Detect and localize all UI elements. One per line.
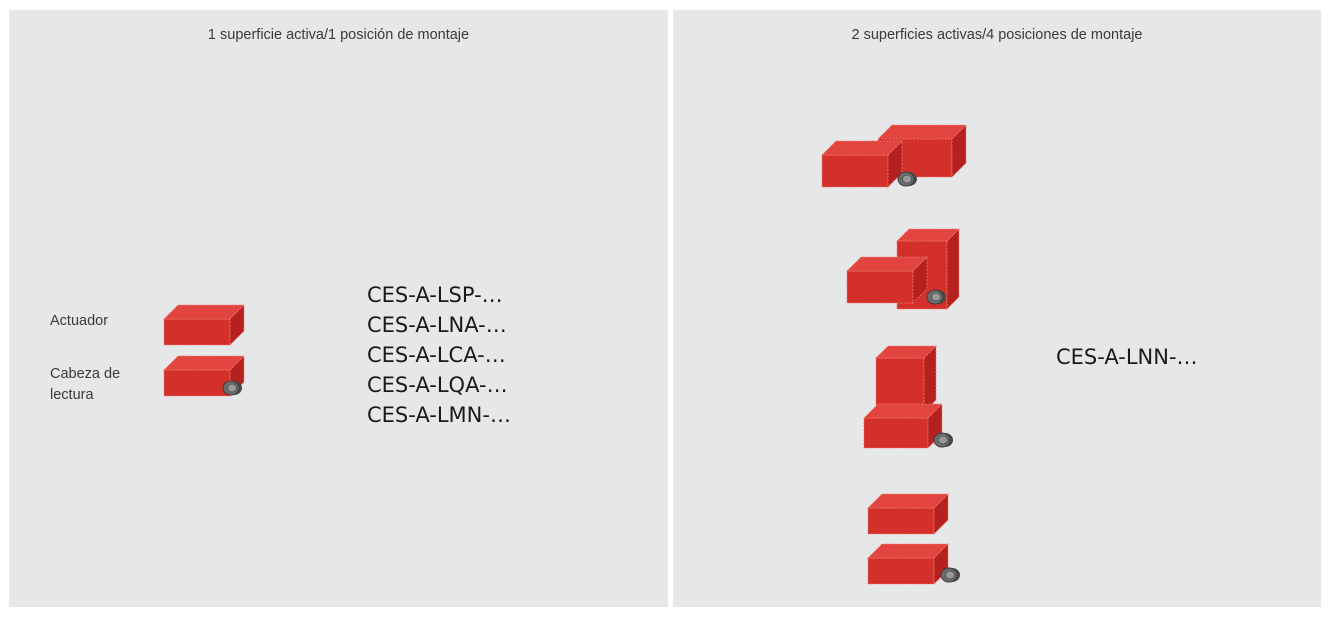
read-head-label: Cabeza de lectura <box>50 366 121 403</box>
code-item: CES-A-LMN-… <box>367 403 511 427</box>
cable-connector-icon <box>222 380 242 396</box>
read-head-block-icon <box>863 403 943 449</box>
mounting-position-1-figure <box>821 124 967 188</box>
code-item: CES-A-LCA-… <box>367 343 506 367</box>
code-item: CES-A-LSP-… <box>367 283 503 307</box>
read-head-block-icon <box>867 543 949 585</box>
left-panel-title: 1 superficie activa/1 posición de montaj… <box>207 27 470 43</box>
actuator-and-read-head-figure <box>163 304 245 397</box>
compatible-actuator-code: CES-A-LNN-… <box>1056 342 1198 372</box>
actuator-label: Actuador <box>50 313 109 329</box>
mounting-position-4-figure <box>867 493 960 585</box>
cable-connector-icon <box>926 289 946 305</box>
actuator-block-icon <box>867 493 949 535</box>
mounting-position-2-figure <box>846 228 960 310</box>
right-panel: 2 superficies activas/4 posiciones de mo… <box>673 10 1321 607</box>
read-head-block-icon <box>821 140 903 188</box>
left-panel: 1 superficie activa/1 posición de montaj… <box>9 10 668 607</box>
compatible-actuator-codes: CES-A-LSP-… CES-A-LNA-… CES-A-LCA-… CES-… <box>367 280 511 430</box>
read-head-block-icon <box>846 256 928 304</box>
code-item: CES-A-LNA-… <box>367 313 507 337</box>
code-item: CES-A-LNN-… <box>1056 345 1198 369</box>
code-item: CES-A-LQA-… <box>367 373 508 397</box>
cable-connector-icon <box>940 567 960 583</box>
right-panel-title: 2 superficies activas/4 posiciones de mo… <box>851 27 1143 43</box>
cable-connector-icon <box>933 432 953 448</box>
actuator-block-icon <box>163 304 245 346</box>
mounting-position-3-figure <box>863 345 953 449</box>
actuator-block-icon <box>875 345 937 413</box>
cable-connector-icon <box>897 171 917 187</box>
